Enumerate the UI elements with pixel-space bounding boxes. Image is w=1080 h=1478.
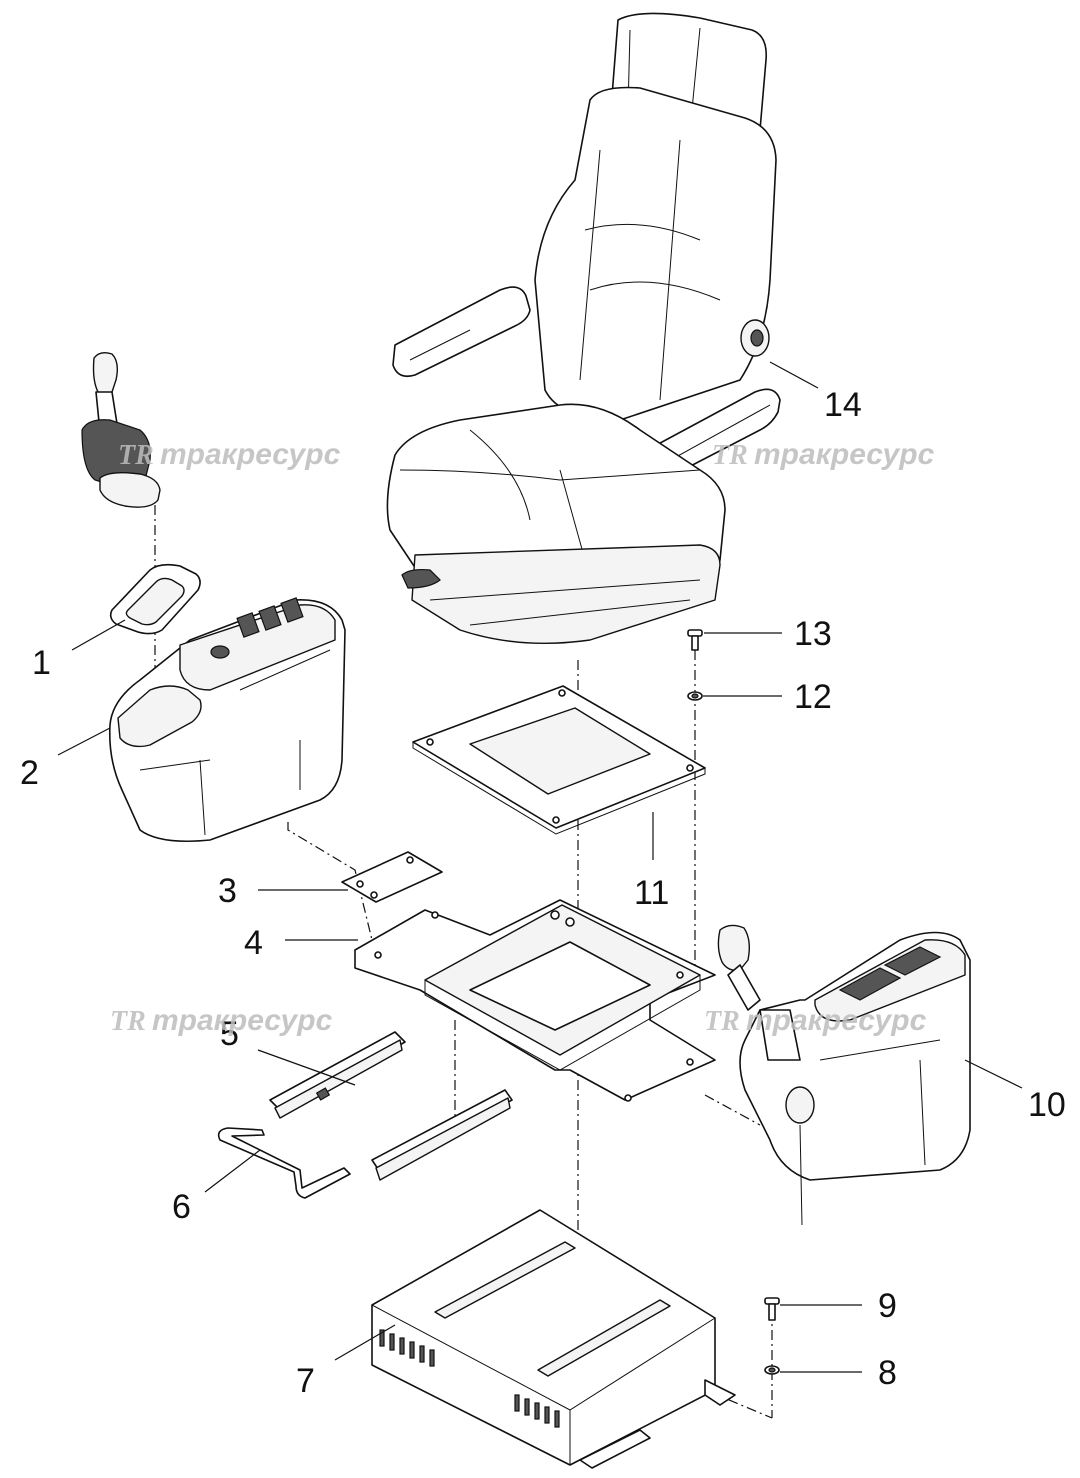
washer-12: [687, 691, 703, 701]
callout-4: 4: [244, 924, 263, 962]
watermark-text: тракресурс: [152, 1004, 333, 1037]
callout-5: 5: [220, 1015, 239, 1053]
bolt-9: [764, 1297, 780, 1321]
callout-labels: 1 2 3 4 5 6 7 8 9 10 11 12 13 14: [20, 386, 1066, 1400]
callout-10: 10: [1028, 1086, 1066, 1124]
vent-slots-left: [379, 1329, 435, 1367]
callout-1: 1: [32, 644, 51, 682]
spacer-plate: [341, 851, 443, 903]
callout-14: 14: [824, 386, 862, 424]
watermark-logo: TR: [712, 440, 748, 471]
vent-slots-right: [514, 1394, 560, 1428]
slide-lever: [217, 1127, 351, 1199]
watermark-top-left: TR тракресурс: [118, 438, 341, 471]
callout-9: 9: [878, 1287, 897, 1325]
callout-2: 2: [20, 754, 39, 792]
watermark-text: тракресурс: [160, 438, 341, 471]
watermark-logo: TR: [110, 1006, 146, 1037]
watermark-top-right: TR тракресурс: [712, 438, 935, 471]
seat-slide-rails: [269, 1031, 513, 1181]
callout-11: 11: [634, 874, 669, 912]
mounting-base-plate: [354, 899, 716, 1102]
adapter-plate: [412, 685, 706, 835]
leader-lines: [57, 361, 1023, 1373]
left-joystick: [81, 351, 161, 508]
callout-3: 3: [218, 872, 237, 910]
callout-13: 13: [794, 615, 832, 653]
bolt-13: [687, 629, 703, 651]
watermark-text: тракресурс: [746, 1004, 927, 1037]
washer-8: [764, 1365, 780, 1375]
watermark-text: тракресурс: [754, 438, 935, 471]
right-control-console: [717, 924, 971, 1226]
callout-7: 7: [296, 1362, 315, 1400]
operator-seat: [386, 12, 781, 645]
watermark-bottom-right: TR тракресурс: [704, 1004, 927, 1037]
callout-12: 12: [794, 678, 832, 716]
watermark-logo: TR: [704, 1006, 740, 1037]
callout-8: 8: [878, 1354, 897, 1392]
storage-box: [371, 1209, 736, 1469]
joystick-bezel: [109, 563, 201, 635]
watermark-bottom-left: TR тракресурс: [110, 1004, 333, 1037]
watermark-logo: TR: [118, 440, 154, 471]
left-control-console: [108, 597, 346, 843]
callout-6: 6: [172, 1188, 191, 1226]
